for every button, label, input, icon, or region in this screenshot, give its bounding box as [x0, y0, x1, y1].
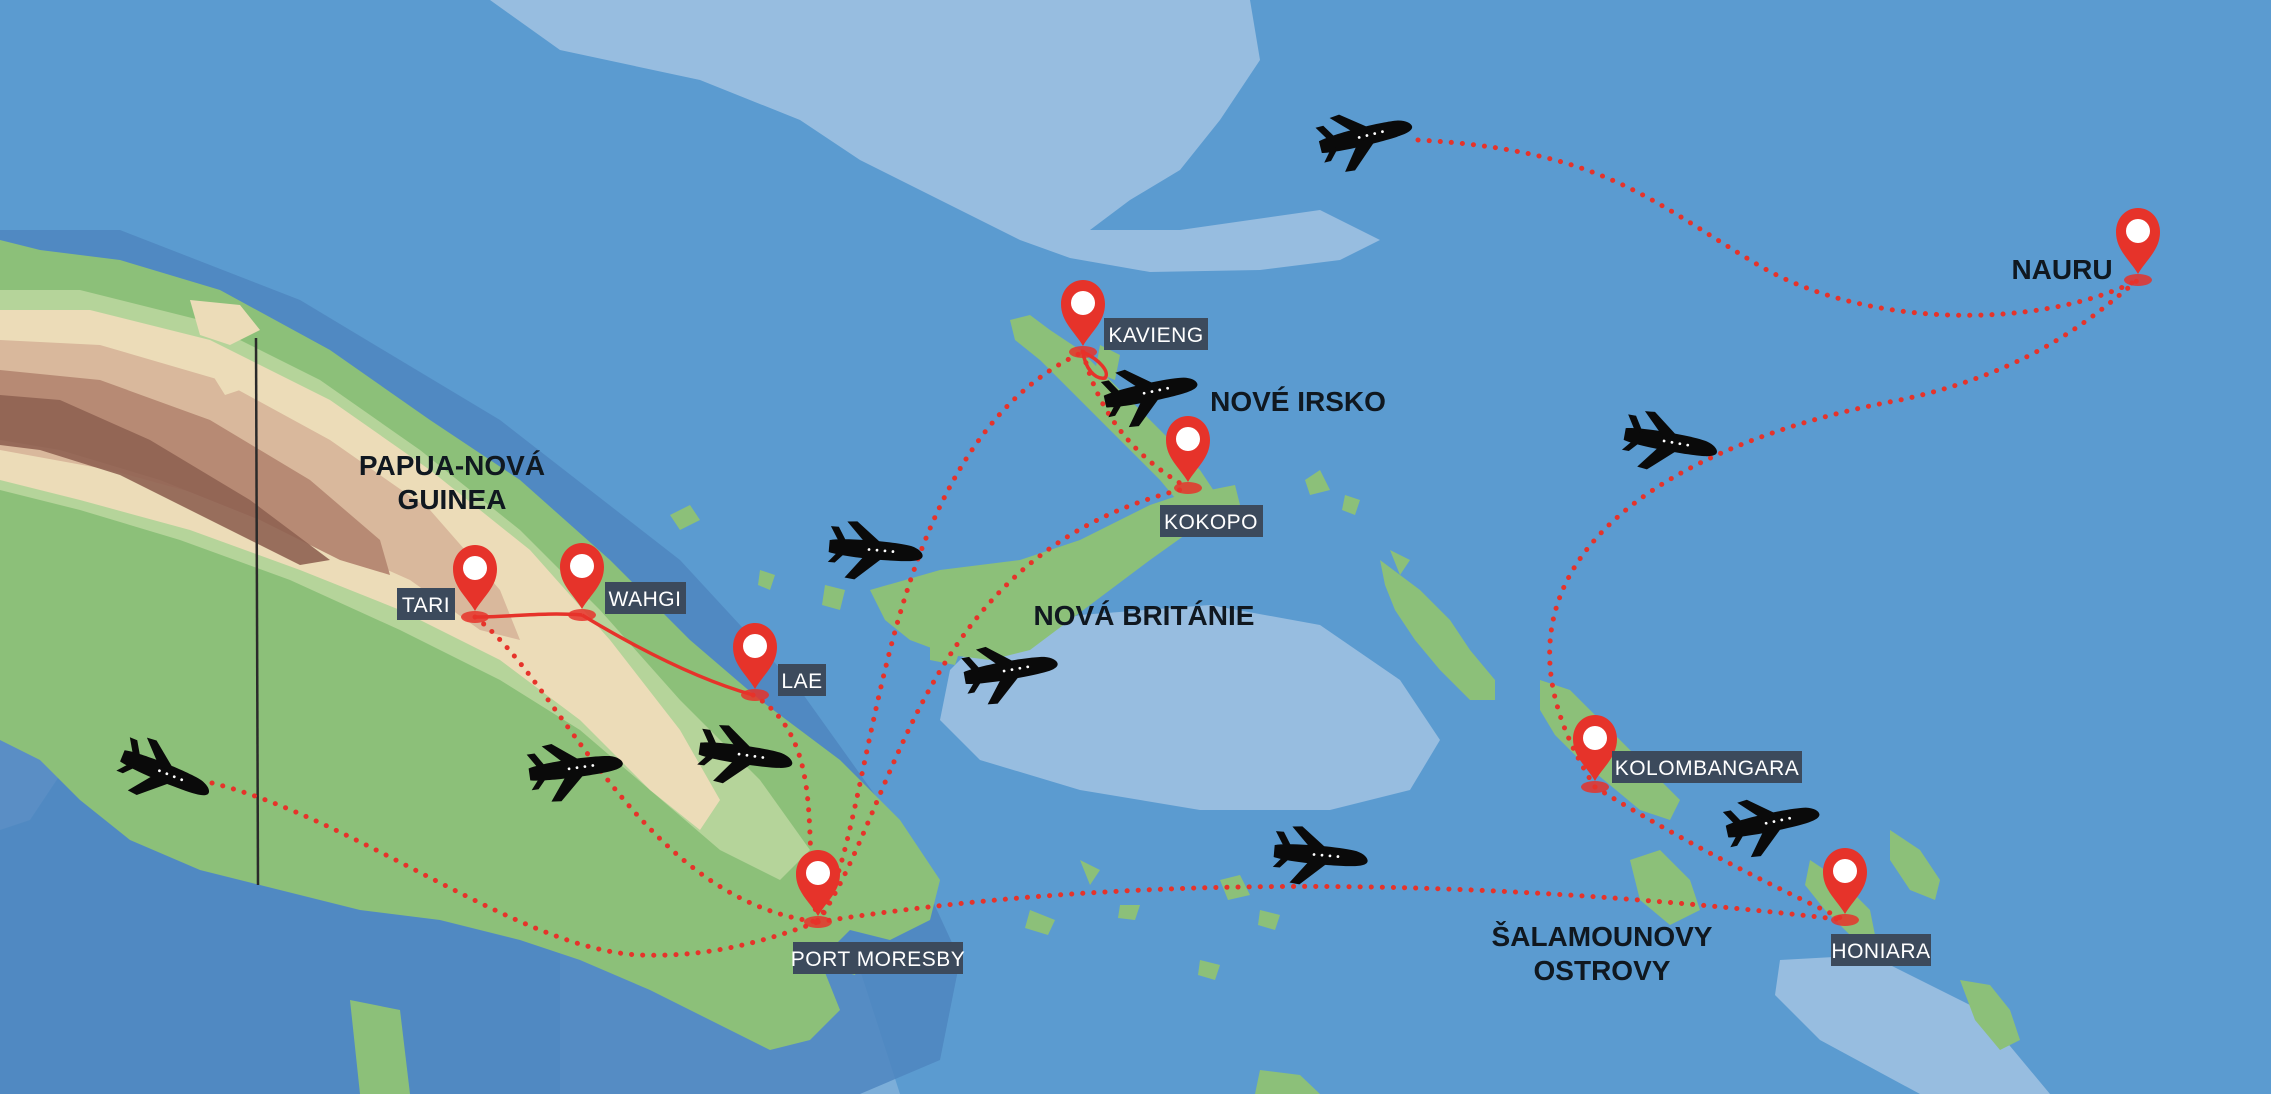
new-guinea-island	[0, 240, 940, 1050]
region-label-solomon-line1: ŠALAMOUNOVY	[1492, 920, 1713, 952]
city-label-lae: LAE	[778, 664, 826, 696]
svg-text:WAHGI: WAHGI	[609, 588, 682, 611]
border-line	[254, 337, 260, 886]
svg-text:HONIARA: HONIARA	[1831, 940, 1930, 963]
svg-text:TARI: TARI	[402, 594, 450, 617]
region-label-nauru: NAURU	[2011, 254, 2112, 285]
svg-text:LAE: LAE	[781, 670, 822, 693]
svg-text:KAVIENG: KAVIENG	[1108, 324, 1203, 347]
region-label-solomon-line2: OSTROVY	[1534, 955, 1671, 986]
flight-routes	[209, 137, 2141, 958]
region-label-new-britain: NOVÁ BRITÁNIE	[1034, 600, 1255, 631]
city-label-honiara: HONIARA	[1831, 934, 1931, 966]
city-label-kokopo: KOKOPO	[1160, 505, 1263, 537]
region-label-png-line2: GUINEA	[398, 484, 507, 515]
city-label-port-moresby: PORT MORESBY	[791, 942, 965, 974]
svg-text:KOLOMBANGARA: KOLOMBANGARA	[1615, 757, 1800, 780]
region-label-png-line1: PAPUA-NOVÁ	[359, 450, 545, 481]
city-label-wahgi: WAHGI	[605, 582, 686, 614]
svg-text:KOKOPO: KOKOPO	[1164, 511, 1258, 534]
region-label-new-ireland: NOVÉ IRSKO	[1210, 386, 1386, 417]
svg-text:PORT MORESBY: PORT MORESBY	[791, 948, 965, 971]
city-label-tari: TARI	[397, 588, 455, 620]
city-label-kolombangara: KOLOMBANGARA	[1612, 751, 1802, 783]
city-label-kavieng: KAVIENG	[1104, 318, 1208, 350]
